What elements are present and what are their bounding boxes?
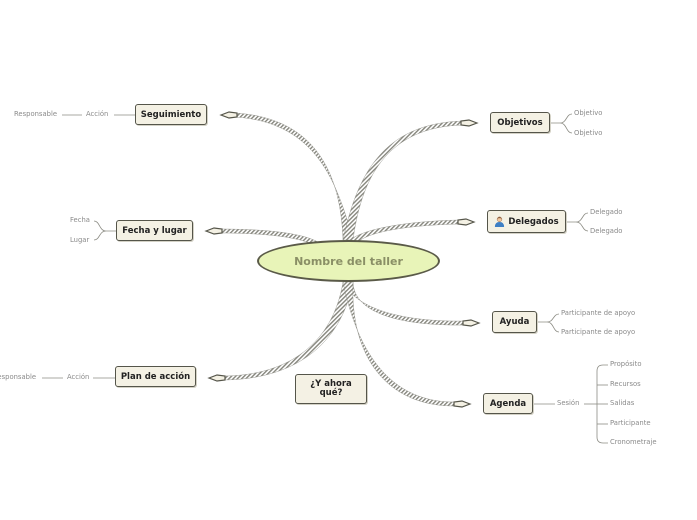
subtopic-participante-apoyo-2[interactable]: Participante de apoyo — [561, 328, 636, 336]
arrow-seguimiento — [219, 111, 238, 119]
subtopic-cronometraje[interactable]: Cronometraje — [610, 438, 657, 446]
subtopic-delegado-1[interactable]: Delegado — [590, 208, 623, 216]
subtopic-plan-accion[interactable]: Acción — [67, 373, 90, 381]
subtopic-proposito[interactable]: Propósito — [610, 360, 642, 368]
arrow-ayuda — [462, 319, 481, 327]
subtopic-sesion[interactable]: Sesión — [557, 399, 580, 407]
central-topic[interactable]: Nombre del taller — [257, 240, 440, 282]
topic-agenda[interactable]: Agenda — [483, 393, 533, 414]
subtopic-plan-responsable[interactable]: Responsable — [0, 373, 36, 382]
arrow-agenda — [453, 400, 472, 408]
topic-seguimiento[interactable]: Seguimiento — [135, 104, 207, 125]
branch-ayuda — [342, 281, 467, 326]
topic-plan-de-accion[interactable]: Plan de acción — [115, 366, 196, 387]
arrow-fecha-lugar — [204, 227, 223, 235]
arrow-delegados — [457, 218, 476, 226]
subtopic-participante[interactable]: Participante — [610, 419, 651, 427]
subtopic-salidas[interactable]: Salidas — [610, 399, 635, 407]
topic-y-ahora-que[interactable]: ¿Y ahora qué? — [295, 374, 367, 404]
branch-seguimiento — [234, 112, 354, 241]
subtopic-fecha[interactable]: Fecha — [70, 216, 90, 224]
subtopic-objetivo-1[interactable]: Objetivo — [574, 109, 603, 117]
topic-delegados-label: Delegados — [508, 216, 559, 227]
arrow-objetivos — [460, 119, 479, 127]
subtopic-recursos[interactable]: Recursos — [610, 380, 641, 388]
topic-delegados[interactable]: Delegados — [487, 210, 566, 233]
subtopic-delegado-2[interactable]: Delegado — [590, 227, 623, 235]
subtopic-plan-responsable-label: Responsable — [0, 373, 37, 381]
topic-ayuda[interactable]: Ayuda — [492, 311, 537, 333]
subtopic-lugar[interactable]: Lugar — [70, 236, 90, 244]
person-icon — [495, 216, 505, 227]
arrow-plan-accion — [207, 374, 226, 382]
subtopic-seguimiento-responsable[interactable]: Responsable — [14, 110, 58, 118]
branch-delegados — [349, 219, 461, 243]
subtopic-participante-apoyo-1[interactable]: Participante de apoyo — [561, 309, 636, 317]
branch-plan-accion — [221, 281, 354, 381]
subtopic-seguimiento-accion[interactable]: Acción — [86, 110, 109, 118]
topic-fecha-y-lugar[interactable]: Fecha y lugar — [116, 220, 193, 241]
subtopic-objetivo-2[interactable]: Objetivo — [574, 129, 603, 137]
topic-objetivos[interactable]: Objetivos — [490, 112, 550, 133]
